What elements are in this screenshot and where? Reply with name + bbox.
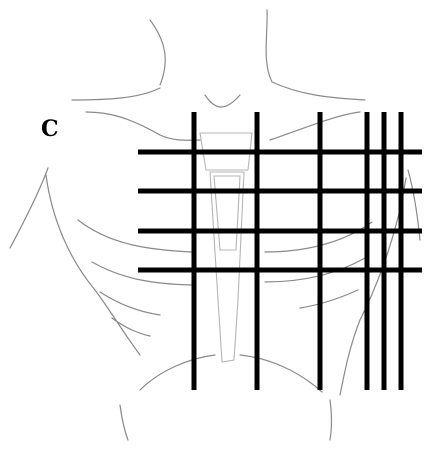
arm-left-inner [46,175,140,355]
rib-right-3 [300,290,358,308]
flank-right [330,400,332,440]
clavicle-right [272,82,365,100]
rib-left-1 [78,220,192,252]
shoulder-right [270,112,360,140]
sternum-outline [200,133,252,362]
lower-torso-left [140,355,215,390]
sternal-notch [205,95,240,107]
panel-label: C [41,118,59,140]
sternum-inner [214,176,240,250]
flank-left [120,405,128,440]
rib-left-4 [112,318,150,336]
torso-outline [10,10,420,440]
lower-torso-right [240,355,322,392]
rib-left-3 [100,292,160,315]
neck-right [266,10,272,82]
neck-left [150,20,165,85]
rib-left-2 [92,262,192,285]
shoulder-left [86,112,200,140]
arm-right-inner [340,178,406,395]
arm-left [10,168,48,248]
clavicle-left [72,88,160,100]
